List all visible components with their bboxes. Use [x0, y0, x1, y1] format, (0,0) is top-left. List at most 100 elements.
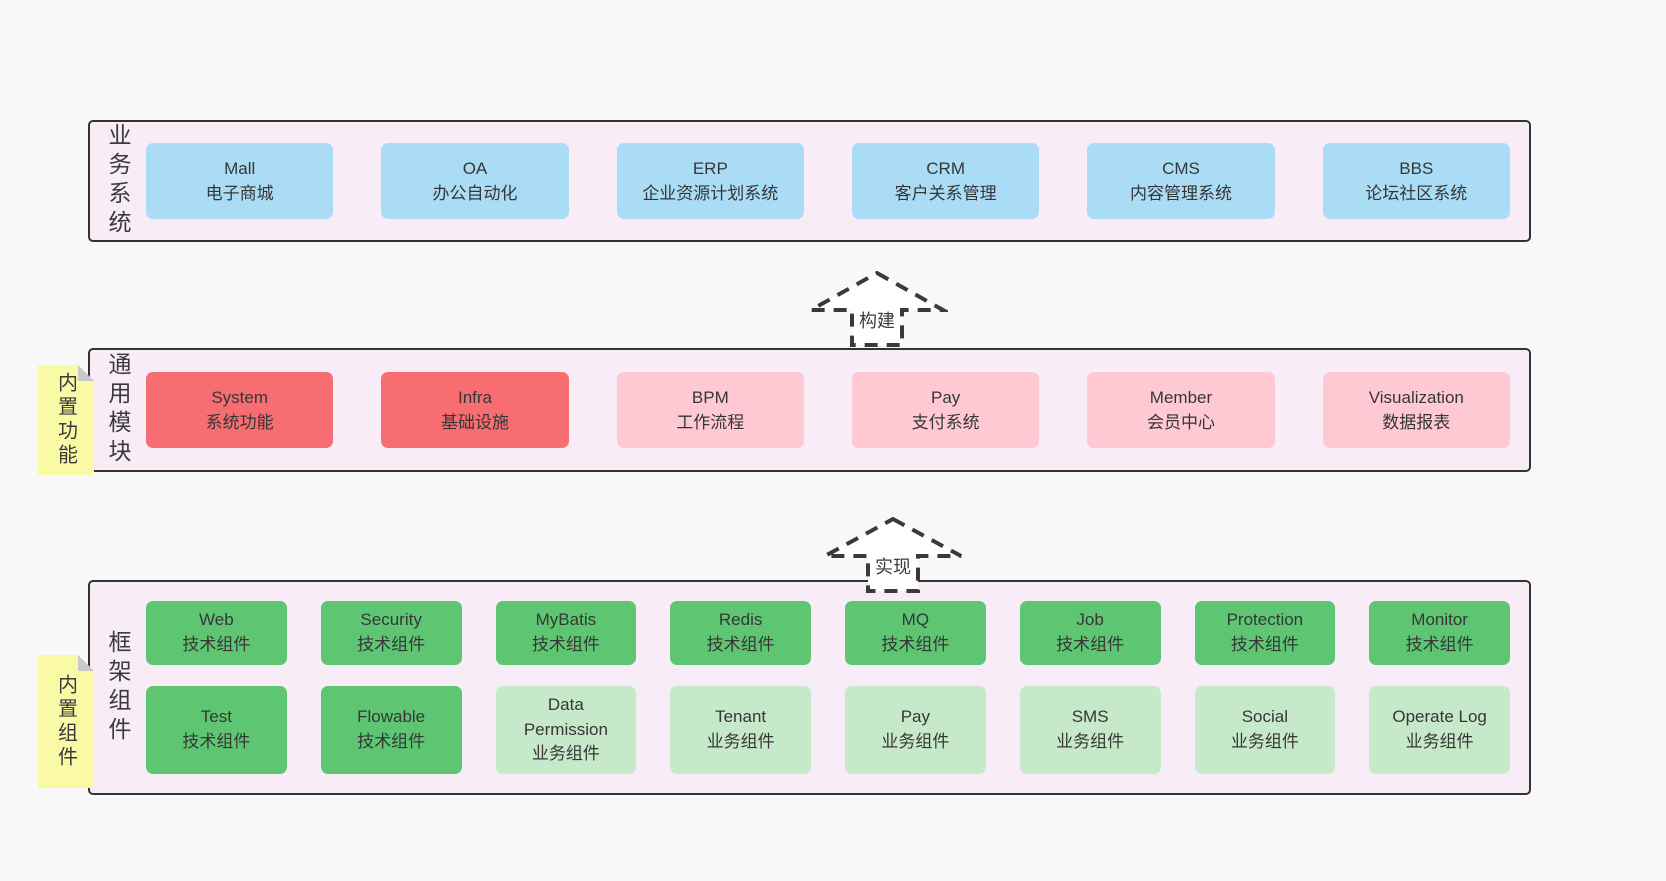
box-desc: 技术组件	[1056, 634, 1125, 654]
box-name: MyBatis	[535, 610, 597, 630]
box-name: CMS	[1162, 158, 1200, 178]
tag-text: 内置组件	[54, 673, 77, 770]
box-desc: 客户关系管理	[894, 184, 997, 203]
box-desc: 技术组件	[357, 634, 426, 654]
box-desc: 技术组件	[706, 634, 775, 654]
box-desc: 内容管理系统	[1129, 184, 1232, 203]
box-pay-system: Pay 支付系统	[851, 372, 1040, 448]
box-desc: 论坛社区系统	[1365, 184, 1468, 203]
box-desc: 企业资源计划系统	[642, 184, 779, 203]
box-security: Security 技术组件	[320, 601, 462, 665]
box-name: Flowable	[357, 707, 426, 727]
box-infra: Infra 基础设施	[381, 372, 569, 448]
box-name: Redis	[718, 610, 763, 630]
box-name: Operate Log	[1392, 707, 1487, 727]
box-monitor: Monitor 技术组件	[1369, 601, 1510, 665]
box-name: CRM	[926, 158, 965, 178]
layer-label-modules: 通用模块	[90, 350, 146, 470]
box-flowable: Flowable 技术组件	[320, 685, 462, 774]
box-desc: 技术组件	[881, 634, 950, 654]
box-desc: 技术组件	[357, 731, 426, 751]
box-pay-component: Pay 业务组件	[845, 685, 986, 774]
box-name: Tenant	[715, 707, 767, 727]
box-cms: CMS 内容管理系统	[1087, 143, 1275, 219]
box-name: Web	[199, 610, 234, 630]
box-desc: 技术组件	[182, 634, 251, 654]
box-name: Social	[1241, 707, 1289, 727]
box-mq: MQ 技术组件	[845, 601, 986, 665]
box-desc: 技术组件	[1405, 634, 1474, 654]
box-social: Social 业务组件	[1194, 685, 1336, 774]
box-mall: Mall 电子商城	[146, 143, 334, 219]
box-name: Job	[1076, 610, 1104, 630]
box-desc: 业务组件	[531, 744, 600, 764]
box-web: Web 技术组件	[146, 601, 287, 665]
box-mybatis: MyBatis 技术组件	[495, 601, 637, 665]
box-visualization: Visualization 数据报表	[1322, 372, 1510, 448]
box-system: System 系统功能	[146, 372, 334, 448]
box-name: Protection	[1226, 610, 1304, 630]
box-tenant: Tenant 业务组件	[670, 685, 811, 774]
box-desc: 业务组件	[1405, 731, 1474, 751]
box-name: MQ	[901, 610, 930, 630]
box-data-permission: Data Permission 业务组件	[495, 685, 637, 774]
layer-framework-components: 框架组件 Web 技术组件 Security 技术组件 MyBatis 技术组件…	[88, 580, 1531, 795]
box-name: System	[211, 387, 268, 407]
box-erp: ERP 企业资源计划系统	[616, 143, 804, 219]
box-desc: 业务组件	[1056, 731, 1125, 751]
box-desc: 系统功能	[205, 413, 274, 432]
build-arrow-label: 构建	[859, 311, 895, 331]
layer-label-text: 框架组件	[105, 629, 131, 746]
box-desc: 技术组件	[531, 634, 600, 654]
box-name: OA	[462, 158, 488, 178]
box-name: Mall	[224, 158, 256, 178]
box-member: Member 会员中心	[1087, 372, 1275, 448]
framework-grid: Web 技术组件 Security 技术组件 MyBatis 技术组件 Redi…	[146, 582, 1529, 793]
tag-text: 内置功能	[54, 372, 77, 468]
box-desc: 办公自动化	[432, 184, 518, 203]
box-bpm: BPM 工作流程	[616, 372, 804, 448]
implement-arrow-icon: 实现	[824, 516, 962, 593]
modules-box-row: System 系统功能 Infra 基础设施 BPM 工作流程 Pay 支付系统…	[146, 350, 1529, 470]
layer-label-framework: 框架组件	[90, 582, 146, 793]
box-test: Test 技术组件	[146, 685, 287, 774]
box-desc: 业务组件	[881, 731, 950, 751]
layer-common-modules: 通用模块 System 系统功能 Infra 基础设施 BPM 工作流程 Pay…	[88, 348, 1531, 472]
box-oa: OA 办公自动化	[381, 143, 569, 219]
box-desc: 会员中心	[1146, 413, 1215, 432]
box-desc: 业务组件	[1230, 731, 1299, 751]
box-name: Member	[1149, 387, 1213, 407]
box-name: BBS	[1399, 158, 1434, 178]
implement-arrow-label: 实现	[875, 557, 911, 577]
box-name: Security	[360, 610, 422, 630]
box-name: ERP	[692, 158, 728, 178]
tag-built-in-features: 内置功能	[38, 365, 94, 475]
box-desc: 数据报表	[1382, 413, 1451, 432]
box-name: Visualization	[1368, 387, 1464, 407]
tag-built-in-components: 内置组件	[38, 655, 94, 788]
box-name: SMS	[1071, 707, 1109, 727]
box-name: Pay	[931, 387, 961, 407]
box-bbs: BBS 论坛社区系统	[1322, 143, 1510, 219]
box-name: Infra	[457, 387, 492, 407]
box-desc: 支付系统	[911, 413, 980, 432]
business-box-row: Mall 电子商城 OA 办公自动化 ERP 企业资源计划系统 CRM 客户关系…	[146, 122, 1529, 240]
box-name: Test	[200, 707, 232, 727]
box-protection: Protection 技术组件	[1194, 601, 1336, 665]
box-desc: 技术组件	[1230, 634, 1299, 654]
box-redis: Redis 技术组件	[670, 601, 811, 665]
box-job: Job 技术组件	[1019, 601, 1161, 665]
box-desc: 工作流程	[676, 413, 745, 432]
box-sms: SMS 业务组件	[1019, 685, 1161, 774]
layer-label-business: 业务系统	[90, 122, 146, 240]
box-name: Monitor	[1411, 610, 1468, 630]
layer-label-text: 通用模块	[105, 352, 131, 468]
layer-label-text: 业务系统	[105, 123, 131, 239]
build-arrow-icon: 构建	[806, 270, 948, 347]
box-operate-log: Operate Log 业务组件	[1369, 685, 1510, 774]
box-name: Pay	[900, 707, 931, 727]
box-name: BPM	[691, 387, 729, 407]
box-desc: 电子商城	[205, 184, 274, 203]
box-desc: 业务组件	[706, 731, 775, 751]
